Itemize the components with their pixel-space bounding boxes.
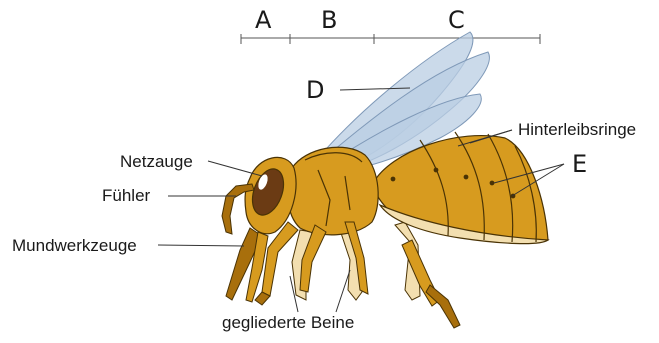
segment-label-abdomen: C bbox=[448, 8, 465, 32]
label-legs: gegliederte Beine bbox=[222, 314, 354, 331]
segment-label-thorax: B bbox=[321, 8, 337, 32]
label-compound-eye: Netzauge bbox=[120, 153, 193, 170]
wing-letter: D bbox=[306, 78, 324, 102]
label-abdomen-rings: Hinterleibsringe bbox=[518, 121, 636, 138]
segment-label-head: A bbox=[255, 8, 271, 32]
label-mouthparts: Mundwerkzeuge bbox=[12, 237, 137, 254]
thorax bbox=[287, 147, 378, 235]
label-antenna: Fühler bbox=[102, 187, 150, 204]
segment-brackets bbox=[241, 34, 540, 44]
rings-letter: E bbox=[572, 152, 587, 176]
